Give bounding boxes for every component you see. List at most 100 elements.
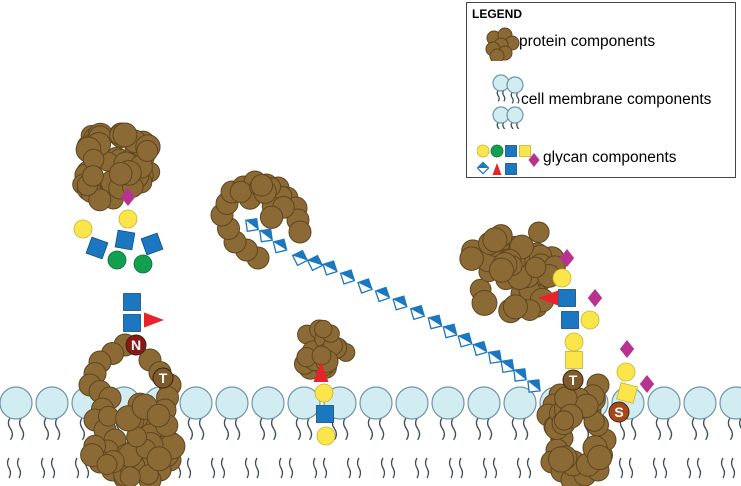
lipid-tail: [458, 457, 464, 479]
lipid-tail: [414, 417, 421, 441]
glcnac-blue-square: [123, 293, 141, 311]
lipid-head: [683, 386, 717, 420]
lipid-tail: [234, 417, 241, 441]
lipid-head: [467, 386, 501, 420]
gag-disaccharide-fill: [478, 163, 488, 168]
lipid-tail: [198, 417, 205, 441]
t-glycosylation-site-left-circle: [152, 367, 174, 389]
lipid-tail: [510, 91, 514, 104]
lipid: [506, 76, 524, 104]
glcnac-blue-square: [316, 405, 334, 423]
galactose-yellow-circle: [73, 219, 93, 239]
protein-bead: [146, 446, 172, 472]
gag-disaccharide-unit: [272, 238, 288, 254]
lipid-tail: [16, 457, 22, 479]
lipid-tail: [691, 417, 698, 441]
protein-bead: [97, 405, 119, 427]
lipid-head: [251, 386, 285, 420]
gag-disaccharide-unit: [457, 332, 473, 348]
protein-bead: [502, 294, 528, 320]
lipid-tail: [655, 417, 662, 441]
lipid-tail: [502, 89, 506, 102]
lipid-tail: [702, 417, 709, 441]
protein-bead: [489, 48, 505, 61]
lipid-tail: [727, 417, 734, 441]
sialic-acid-magenta-diamond: [559, 249, 575, 267]
protein-bead: [553, 410, 575, 431]
galnac-yellow-square: [565, 351, 583, 369]
s-glycosylation-site-label: S: [614, 404, 623, 420]
sialic-acid-magenta-diamond: [528, 153, 540, 167]
lipid-head: [647, 386, 681, 420]
lipid: [503, 386, 537, 441]
lipid-tail: [223, 417, 230, 441]
gag-disaccharide-unit: [442, 323, 458, 339]
galactose-yellow-circle: [552, 268, 572, 288]
lipid-head: [359, 386, 393, 420]
lipid-tail: [628, 457, 634, 479]
s-glycosylation-site-circle: [608, 401, 630, 423]
glcnac-blue-square: [505, 145, 517, 157]
protein-bead: [459, 246, 484, 271]
lipid: [35, 386, 69, 441]
lipid-head: [719, 386, 741, 420]
lipid-tail: [448, 457, 454, 479]
mannose-green-circle: [107, 250, 127, 270]
n-glycosylation-site-circle: [125, 334, 147, 356]
n-glycosylation-site-label: N: [131, 337, 141, 353]
protein-bead: [119, 466, 141, 486]
gag-disaccharide-unit: [374, 286, 391, 303]
gag-disaccharide-unit: [339, 269, 356, 285]
t-glycosylation-site-left-label: T: [159, 370, 168, 386]
lipid-tail: [502, 121, 506, 129]
gag-disaccharide-unit: [291, 249, 309, 267]
gag-disaccharide-unit: [527, 379, 541, 393]
membrane-legend-icon: [492, 74, 524, 129]
lipid-tail: [220, 457, 226, 479]
lipid-head: [215, 386, 249, 420]
lipid-tail: [450, 417, 457, 441]
protein-bead: [88, 188, 112, 212]
lipid-tail: [496, 121, 500, 129]
lipid-tail: [390, 457, 396, 479]
protein-bead: [488, 257, 515, 283]
gag-disaccharide-unit: [513, 368, 527, 382]
gag-disaccharide-unit: [245, 218, 259, 232]
lipid: [215, 386, 249, 441]
lipid-tail: [439, 417, 446, 441]
protein-bead: [288, 220, 312, 244]
lipid-tail: [342, 417, 349, 441]
gag-disaccharide-unit: [357, 278, 373, 294]
lipid: [492, 74, 510, 102]
sialic-acid-magenta-diamond: [587, 289, 603, 307]
galnac-yellow-square: [616, 382, 638, 404]
gag-disaccharide-unit: [392, 295, 408, 311]
protein-bead: [311, 345, 332, 366]
lipid-tail: [6, 457, 12, 479]
lipid-tail: [356, 457, 362, 479]
lipid-head: [287, 386, 321, 420]
lipid-tail: [259, 417, 266, 441]
galactose-yellow-circle: [316, 426, 336, 446]
lipid: [467, 386, 501, 441]
lipid-tail: [288, 457, 294, 479]
lipid-tail: [696, 457, 702, 479]
sialic-acid-magenta-diamond: [639, 375, 655, 393]
lipid-head: [395, 386, 429, 420]
glcnac-blue-square: [561, 311, 579, 329]
lipid-tail: [492, 457, 498, 479]
lipid-tail: [7, 417, 14, 441]
lipid: [395, 386, 429, 441]
galactose-yellow-circle: [616, 362, 636, 382]
protein-bead: [229, 180, 252, 203]
lipid-tail: [40, 457, 46, 479]
protein-bead: [136, 140, 159, 162]
protein-components: [72, 122, 617, 486]
lipid-tail: [510, 121, 514, 129]
lipid-tail: [522, 417, 529, 441]
lipid-head: [35, 386, 69, 420]
lipid-tail: [516, 121, 520, 129]
t-glycosylation-site-right-circle: [562, 369, 584, 391]
galactose-yellow-circle: [477, 144, 490, 158]
galactose-yellow-circle: [314, 383, 334, 403]
